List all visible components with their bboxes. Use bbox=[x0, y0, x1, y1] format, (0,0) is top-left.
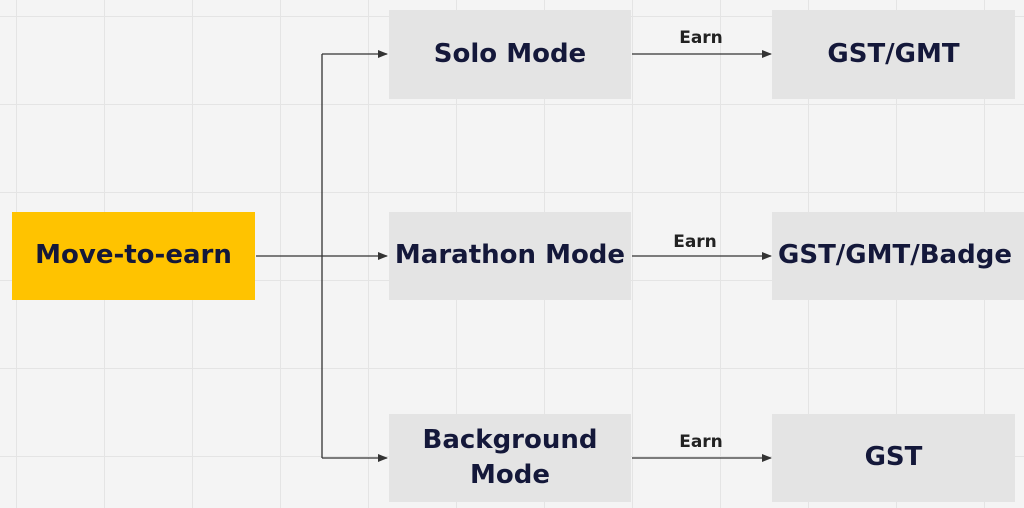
mode-node-marathon: Marathon Mode bbox=[389, 212, 631, 300]
root-node-label: Move-to-earn bbox=[35, 240, 232, 271]
mode-node-solo: Solo Mode bbox=[389, 10, 631, 99]
reward-node-gst: GST bbox=[772, 414, 1015, 502]
mode-node-label: Background Mode bbox=[422, 424, 598, 490]
reward-node-gst-gmt-badge: GST/GMT/Badge bbox=[772, 212, 1024, 300]
mode-node-label: Marathon Mode bbox=[394, 240, 626, 271]
edge-label-earn-marathon: Earn bbox=[673, 232, 717, 252]
reward-node-label: GST/GMT bbox=[827, 38, 960, 69]
edge-label-earn-background: Earn bbox=[679, 432, 723, 452]
mode-node-background: Background Mode bbox=[389, 414, 631, 502]
mode-node-label: Solo Mode bbox=[433, 38, 587, 69]
reward-node-label: GST/GMT/Badge bbox=[778, 240, 1012, 271]
edge-label-earn-solo: Earn bbox=[679, 28, 723, 48]
reward-node-gst-gmt: GST/GMT bbox=[772, 10, 1015, 99]
root-node-move-to-earn: Move-to-earn bbox=[12, 212, 255, 300]
reward-node-label: GST bbox=[864, 442, 923, 473]
